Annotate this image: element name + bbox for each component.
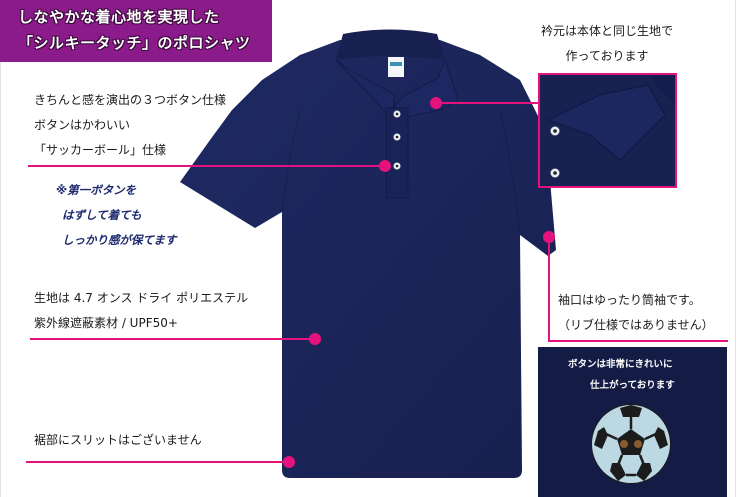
first-button-note-line-2: はずして着ても <box>62 208 142 222</box>
collar-annotation: 衿元は本体と同じ生地で 作っております <box>527 19 687 69</box>
collar-annotation-line-1: 衿元は本体と同じ生地で <box>540 24 673 38</box>
collar-callout-dot <box>430 97 442 109</box>
first-button-note: ※第一ボタンを はずして着ても しっかり感が保てます <box>56 178 176 253</box>
fabric-callout-line <box>30 338 318 340</box>
sleeve-callout-vertical-line <box>548 237 550 341</box>
soccer-ball-button-icon <box>591 404 671 484</box>
first-button-note-line-3: しっかり感が保てます <box>62 233 177 247</box>
left-border <box>0 0 1 497</box>
sleeve-callout-horizontal-line <box>548 340 728 342</box>
hem-callout-line <box>26 461 290 463</box>
button-detail-caption-line-2: 仕上がっております <box>590 380 675 391</box>
collar-detail-image <box>538 73 677 188</box>
fabric-annotation-line-2: 紫外線遮蔽素材 / UPF50+ <box>34 316 178 330</box>
title-line-1: しなやかな着心地を実現した <box>18 8 220 26</box>
hem-callout-dot <box>283 456 295 468</box>
buttons-callout-line <box>28 165 388 167</box>
right-border <box>735 0 736 497</box>
fabric-annotation-line-1: 生地は 4.7 オンス ドライ ポリエステル <box>34 291 249 305</box>
hem-annotation: 裾部にスリットはございません <box>34 428 202 453</box>
button-detail-caption-line-1: ボタンは非常にきれいに <box>568 359 673 370</box>
fabric-callout-dot <box>309 333 321 345</box>
buttons-annotation: きちんと感を演出の３つボタン仕様 ボタンはかわいい 「サッカーボール」仕様 <box>34 88 226 163</box>
fabric-annotation: 生地は 4.7 オンス ドライ ポリエステル 紫外線遮蔽素材 / UPF50+ <box>34 286 248 336</box>
collar-callout-line <box>438 102 540 104</box>
collar-annotation-line-2: 作っております <box>565 49 649 63</box>
first-button-note-line-1: ※第一ボタンを <box>56 183 137 197</box>
buttons-annotation-line-1: きちんと感を演出の３つボタン仕様 <box>34 93 227 107</box>
sleeve-annotation-line-1: 袖口はゆったり筒袖です。 <box>558 293 701 307</box>
buttons-annotation-line-3: 「サッカーボール」仕様 <box>34 143 167 157</box>
hem-annotation-line-1: 裾部にスリットはございません <box>34 433 202 447</box>
button-detail-image: ボタンは非常にきれいに 仕上がっております <box>538 347 727 497</box>
sleeve-annotation-line-2: （リブ仕様ではありません） <box>558 318 714 332</box>
title-line-2: 「シルキータッチ」のポロシャツ <box>18 34 251 52</box>
title-banner: しなやかな着心地を実現した 「シルキータッチ」のポロシャツ <box>0 0 272 62</box>
sleeve-annotation: 袖口はゆったり筒袖です。 （リブ仕様ではありません） <box>558 288 714 338</box>
buttons-annotation-line-2: ボタンはかわいい <box>34 118 131 132</box>
buttons-callout-dot <box>379 160 391 172</box>
